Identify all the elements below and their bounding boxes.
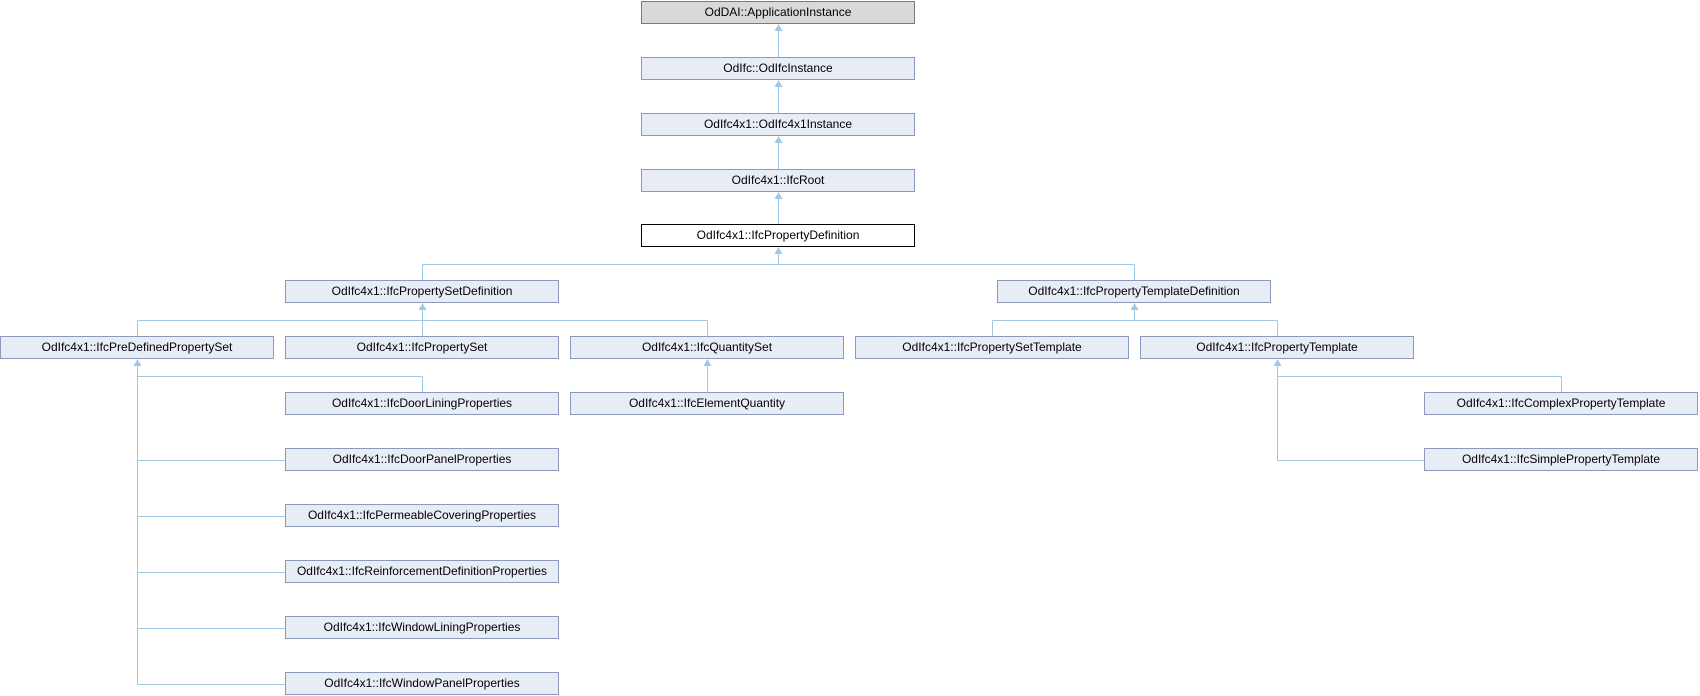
class-node-ifc-root[interactable]: OdIfc4x1::IfcRoot [641,169,915,192]
inheritance-arrowhead [418,303,427,310]
class-node-ifc-window-panel-properties[interactable]: OdIfc4x1::IfcWindowPanelProperties [285,672,559,695]
inheritance-arrowhead [774,136,783,143]
inheritance-arrowhead [1130,303,1139,310]
class-node-ifc-quantity-set[interactable]: OdIfc4x1::IfcQuantitySet [570,336,844,359]
class-node-ifc-door-panel-properties[interactable]: OdIfc4x1::IfcDoorPanelProperties [285,448,559,471]
class-node-ifc-property-definition: OdIfc4x1::IfcPropertyDefinition [641,224,915,247]
inheritance-arrowhead [774,247,783,254]
class-node-ifc-property-set-template[interactable]: OdIfc4x1::IfcPropertySetTemplate [855,336,1129,359]
class-node-ifc-window-lining-properties[interactable]: OdIfc4x1::IfcWindowLiningProperties [285,616,559,639]
class-node-ifc-element-quantity[interactable]: OdIfc4x1::IfcElementQuantity [570,392,844,415]
inheritance-arrowhead [774,192,783,199]
class-node-ifc-predefined-property-set[interactable]: OdIfc4x1::IfcPreDefinedPropertySet [0,336,274,359]
class-node-ifc-property-template[interactable]: OdIfc4x1::IfcPropertyTemplate [1140,336,1414,359]
inheritance-arrowhead [774,24,783,31]
inheritance-arrowhead [1273,359,1282,366]
class-node-ifc-permeable-covering-properties[interactable]: OdIfc4x1::IfcPermeableCoveringProperties [285,504,559,527]
class-node-ifc-complex-property-template[interactable]: OdIfc4x1::IfcComplexPropertyTemplate [1424,392,1698,415]
class-node-ifc-property-template-definition[interactable]: OdIfc4x1::IfcPropertyTemplateDefinition [997,280,1271,303]
class-node-odifc4x1-instance[interactable]: OdIfc4x1::OdIfc4x1Instance [641,113,915,136]
inheritance-arrowhead [133,359,142,366]
class-node-application-instance[interactable]: OdDAI::ApplicationInstance [641,1,915,24]
class-node-ifc-reinforcement-definition-properties[interactable]: OdIfc4x1::IfcReinforcementDefinitionProp… [285,560,559,583]
class-node-ifc-simple-property-template[interactable]: OdIfc4x1::IfcSimplePropertyTemplate [1424,448,1698,471]
class-node-ifc-door-lining-properties[interactable]: OdIfc4x1::IfcDoorLiningProperties [285,392,559,415]
inheritance-arrowhead [774,80,783,87]
class-node-odifc-instance[interactable]: OdIfc::OdIfcInstance [641,57,915,80]
inheritance-arrowhead [703,359,712,366]
class-node-ifc-property-set-definition[interactable]: OdIfc4x1::IfcPropertySetDefinition [285,280,559,303]
class-node-ifc-property-set[interactable]: OdIfc4x1::IfcPropertySet [285,336,559,359]
